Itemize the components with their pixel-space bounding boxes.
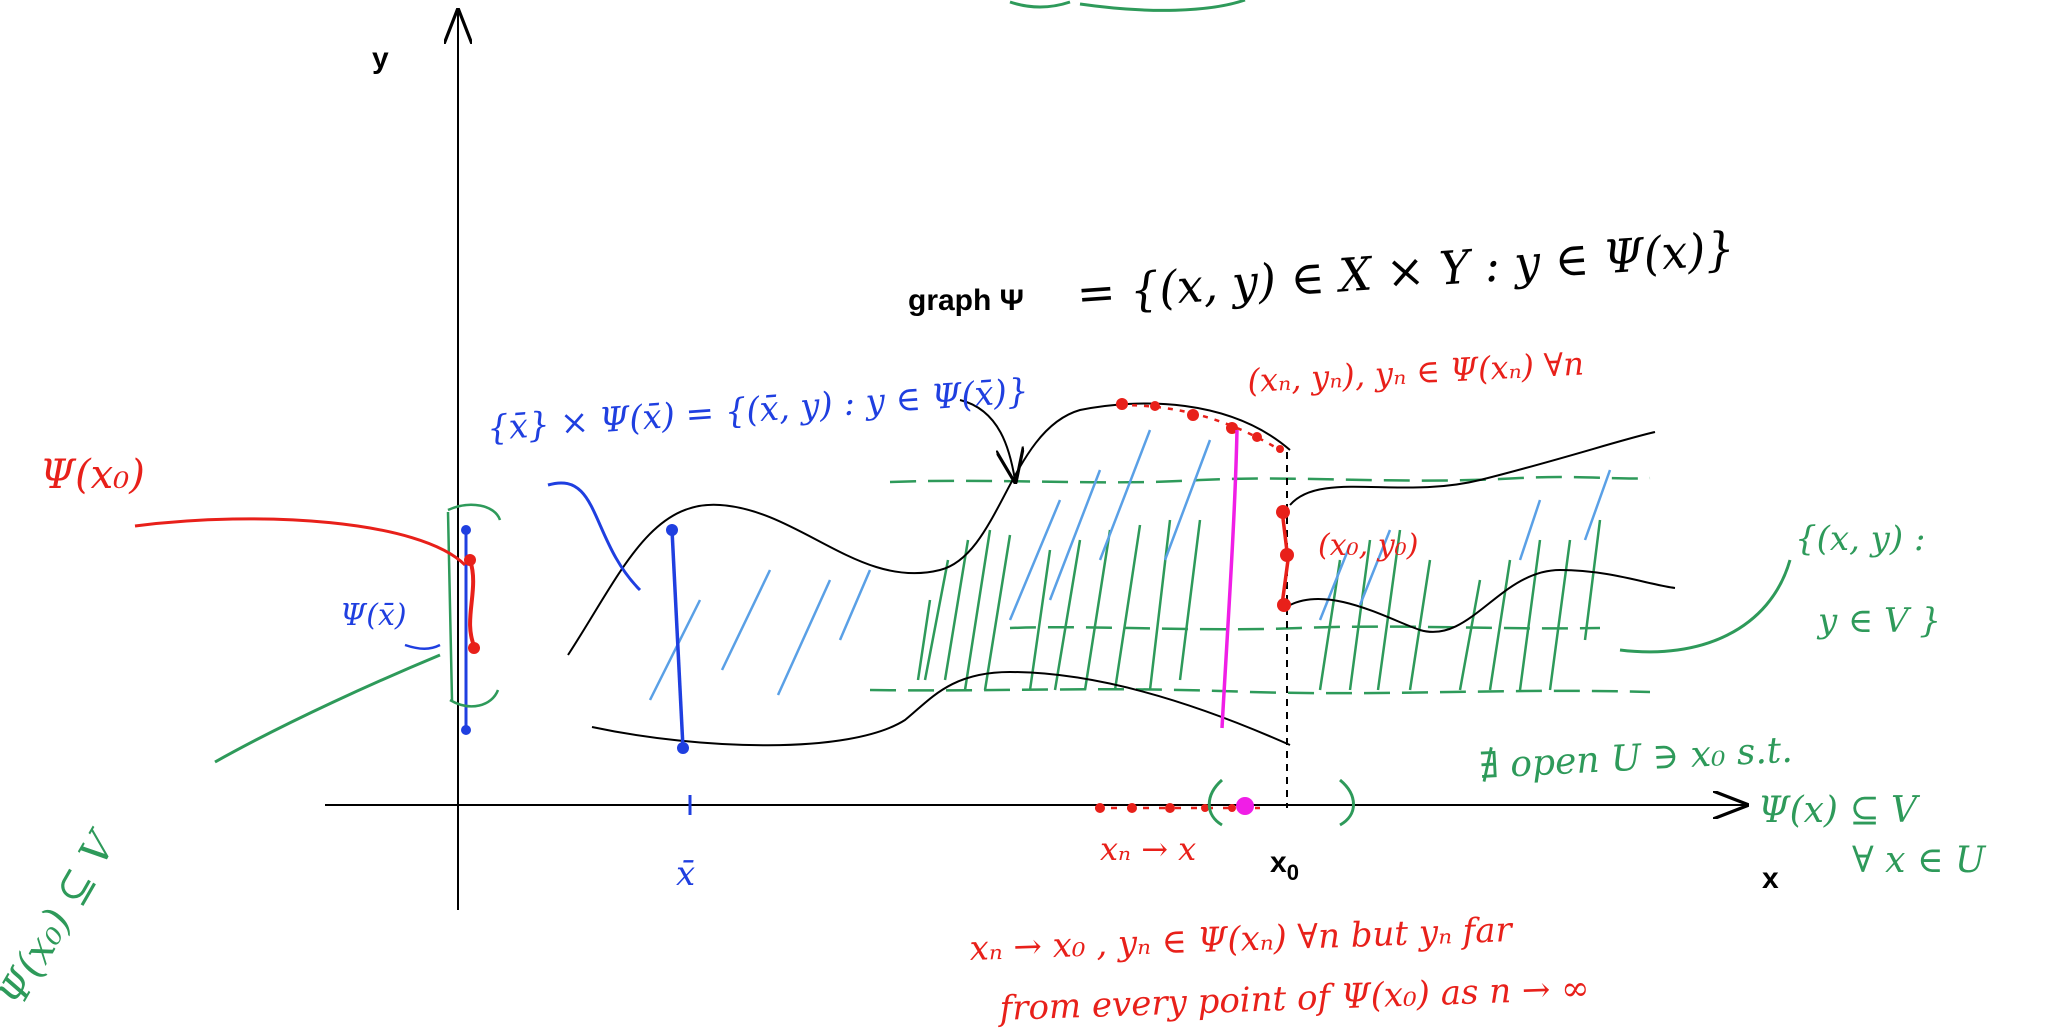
blue-hatching <box>648 429 1612 701</box>
blue-arrow-psi-xbar <box>404 643 441 650</box>
graph-definition: = {(x, y) ∈ X × Y : y ∈ Ψ(x)} <box>1075 221 1736 321</box>
top-scribble <box>1009 0 1246 12</box>
magenta-fiber <box>1220 429 1239 729</box>
red-sequence-curve <box>1119 403 1281 452</box>
fiber-definition: {x̄} × Ψ(x̄) = {(x̄, y) : y ∈ Ψ(x̄)} <box>486 371 1030 449</box>
blue-arrow-fiber <box>547 481 642 592</box>
graph-lower-right <box>1289 568 1676 633</box>
red-fiber-dots <box>1276 505 1294 612</box>
xbar-label: x̄ <box>676 854 695 894</box>
v-band-bottom <box>869 688 1651 695</box>
graph-arrow <box>959 399 1015 480</box>
red-sequence-dots <box>1116 398 1284 453</box>
y-axis-label: y <box>372 42 389 75</box>
x0-label: x0 <box>1270 846 1299 885</box>
psi-x0-label: Ψ(x₀) <box>40 452 145 498</box>
claim-line2: Ψ(x) ⊆ V <box>1758 790 1921 831</box>
v-band-middle <box>1009 625 1601 631</box>
blue-fiber-xbar <box>670 529 685 749</box>
green-arrow-open-set <box>1619 559 1792 654</box>
red-x-dots <box>1095 803 1236 813</box>
v-band-top <box>889 475 1651 484</box>
graph-upper-left <box>567 402 1291 656</box>
explanation-line1: xₙ → x₀ , yₙ ∈ Ψ(xₙ) ∀n but yₙ far <box>969 910 1514 969</box>
psi-xbar-label: Ψ(x̄) <box>340 598 407 633</box>
green-hatching <box>916 519 1602 691</box>
sequence-points-label: (xₙ, yₙ), yₙ ∈ Ψ(xₙ) ∀n <box>1246 344 1584 400</box>
open-set-v-line2: y ∈ V } <box>1816 601 1941 641</box>
convergence-label: xₙ → x <box>1100 830 1196 868</box>
claim-line3: ∀ x ∈ U <box>1852 840 1987 881</box>
explanation-line2: from every point of Ψ(x₀) as n → ∞ <box>996 968 1590 1029</box>
graph-label: graph Ψ <box>908 284 1024 317</box>
claim-line1: ∄ open U ∋ x₀ s.t. <box>1478 730 1793 787</box>
graph-upper-right <box>1289 431 1656 506</box>
green-arrow-v <box>214 653 441 764</box>
limit-point-label: (x₀, y₀) <box>1318 528 1418 563</box>
x-axis-label: x <box>1762 862 1779 895</box>
graph-lower-left <box>591 670 1291 747</box>
open-set-v-line1: {(x, y) : <box>1795 519 1925 559</box>
green-brace-y <box>446 503 502 708</box>
red-projection <box>468 559 477 649</box>
red-arrow-psi-x0 <box>134 517 467 567</box>
green-interval-u <box>1207 778 1355 827</box>
psi-x0-subset-v-label: Ψ(x₀) ⊆ V <box>0 822 127 1015</box>
